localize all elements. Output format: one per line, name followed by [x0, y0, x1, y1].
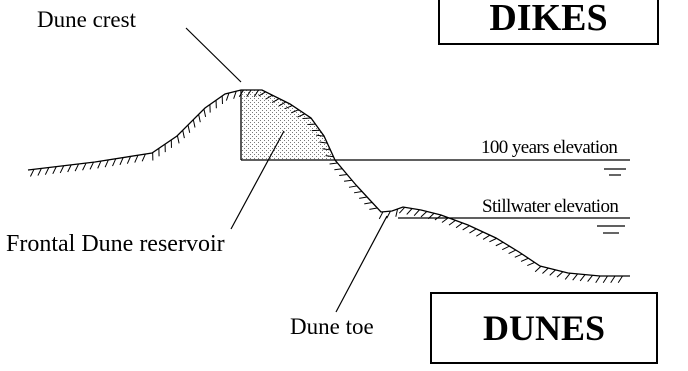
hatch-mark [339, 174, 348, 177]
hatch-mark [495, 241, 504, 247]
hatch-mark [126, 156, 132, 164]
ground-hatching [29, 89, 623, 283]
dune-toe-leader [335, 215, 388, 313]
dune-toe-label: Dune toe [290, 314, 374, 339]
hatch-mark [44, 167, 50, 175]
hatch-mark [527, 261, 535, 267]
hatch-mark [542, 267, 549, 274]
hatch-mark [104, 159, 109, 168]
hatch-mark [378, 211, 384, 220]
hatch-mark [67, 164, 72, 173]
hatch-mark [325, 155, 334, 158]
hatch-mark [233, 91, 237, 99]
hatch-mark [334, 168, 343, 171]
hatch-mark [595, 275, 601, 283]
hatch-mark [572, 273, 579, 281]
dune-profile-line [27, 89, 630, 277]
hatch-mark [176, 135, 180, 144]
hatch-mark [413, 209, 420, 216]
hatch-mark [353, 190, 363, 194]
hatch-mark [37, 168, 42, 176]
reservoir-leader [230, 130, 285, 230]
dunes-title: DUNES [482, 308, 606, 348]
hatch-mark [59, 165, 65, 174]
hatch-mark [74, 163, 80, 172]
hatch-mark [246, 89, 252, 97]
hatch-mark [610, 275, 616, 283]
dune-crest-label: Dune crest [37, 7, 136, 32]
hatch-mark [119, 157, 124, 166]
hatch-mark [369, 207, 378, 210]
hatch-mark [427, 212, 435, 220]
hatch-mark [112, 158, 117, 167]
hatch-mark [514, 253, 523, 258]
hatch-mark [364, 201, 373, 205]
hatch-mark [187, 124, 191, 133]
hatch-mark [52, 166, 57, 175]
reservoir-area [241, 90, 335, 160]
hatch-mark [482, 234, 491, 240]
hatch-mark [203, 108, 207, 117]
hatch-mark [29, 169, 35, 177]
dunes-title-box: DUNES [430, 292, 658, 364]
frontal-dune-reservoir-label: Frontal Dune reservoir [6, 231, 225, 257]
hatch-mark [82, 162, 87, 171]
hatch-mark [198, 114, 201, 123]
hatch-mark [316, 134, 325, 137]
hatch-mark [386, 210, 391, 219]
hatch-mark [534, 265, 542, 273]
hatch-mark [134, 155, 139, 163]
hatch-mark [520, 257, 529, 262]
hatch-mark [602, 275, 608, 283]
hatch-mark [556, 271, 564, 278]
hatch-mark [508, 249, 517, 254]
hatch-mark [97, 160, 102, 169]
hatch-mark [549, 269, 556, 276]
hatch-mark [501, 245, 510, 251]
hatch-mark [420, 211, 428, 218]
hatch-mark [448, 219, 456, 226]
hatch-mark [253, 89, 260, 97]
hatch-mark [182, 130, 185, 139]
hatch-mark [265, 94, 273, 100]
hatch-mark [192, 119, 196, 128]
hatch-mark [225, 92, 230, 101]
hatch-mark [587, 274, 593, 282]
hatch-mark [141, 153, 146, 162]
hatch-mark [284, 105, 293, 110]
stillwater-elevation-label: Stillwater elevation [482, 196, 619, 217]
hatch-mark [348, 185, 357, 188]
hatch-mark [469, 228, 477, 234]
hatch-mark [564, 272, 571, 280]
hatch-mark [395, 208, 399, 217]
dikes-title: DIKES [489, 0, 608, 39]
hatch-mark [359, 196, 368, 199]
hatch-mark [434, 214, 442, 221]
hatch-mark [258, 91, 266, 97]
elevation-100-years-label: 100 years elevation [481, 137, 618, 158]
hatch-mark [291, 109, 299, 114]
hatch-mark [579, 274, 586, 282]
hatch-mark [319, 141, 328, 144]
dikes-title-box: DIKES [438, 0, 659, 45]
hatch-mark [441, 217, 449, 223]
hatch-mark [476, 231, 484, 237]
hatch-mark [406, 208, 413, 215]
hatch-mark [271, 98, 280, 104]
hatch-mark [398, 206, 406, 214]
hatch-mark [238, 89, 245, 97]
hatch-mark [89, 161, 94, 170]
hatch-mark [617, 275, 623, 283]
hatch-mark [462, 225, 470, 231]
hatch-mark [278, 101, 287, 107]
hatch-mark [455, 222, 463, 229]
hatch-mark [297, 113, 305, 118]
hatch-mark [343, 179, 353, 182]
hatch-mark [489, 237, 497, 243]
hatch-mark [329, 162, 338, 165]
dune-crest-leader [185, 27, 242, 83]
hatch-mark [322, 148, 331, 151]
